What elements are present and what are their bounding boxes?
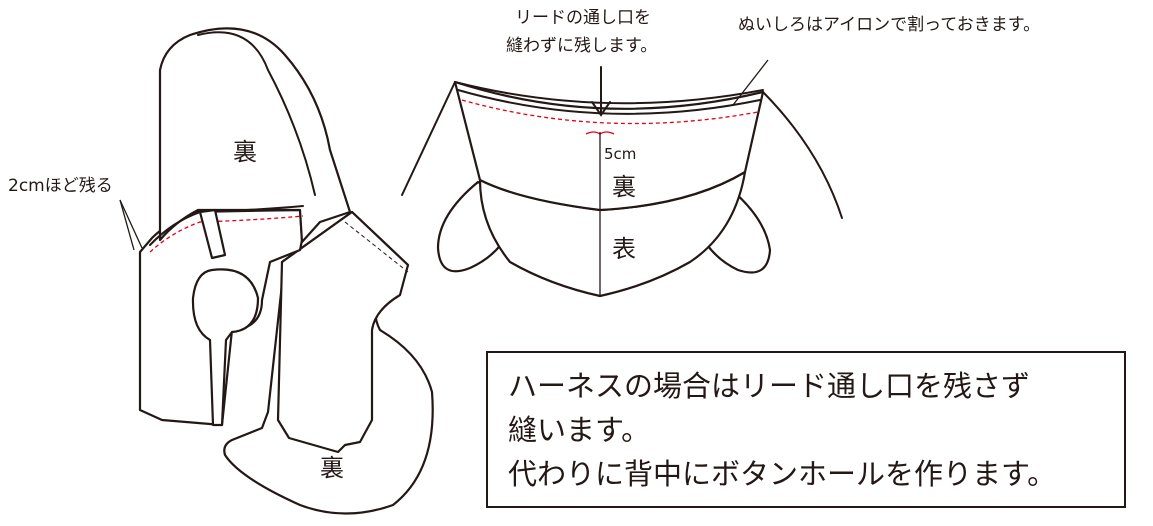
collar-stitch-line (461, 99, 759, 125)
harness-notice-box: ハーネスの場合はリード通し口を残さず 縫います。 代わりに背中にボタンホールを作… (486, 351, 1126, 508)
body-ura-label: 裏 (320, 454, 344, 482)
notice-line-3: 代わりに背中にボタンホールを作ります。 (508, 457, 1057, 491)
front-leg-panel (276, 210, 410, 454)
lead-hole-strip (198, 208, 227, 260)
collar-top-rim (454, 81, 764, 105)
hood-body-piece (119, 27, 434, 515)
collar-upper-ura (453, 80, 765, 212)
collar-piece (401, 59, 843, 298)
iron-note-leader (732, 59, 769, 106)
leg-hole (191, 268, 260, 427)
right-shoulder-line (762, 91, 843, 219)
lead-hole-note-line1: リードの通し口を (515, 8, 651, 28)
five-cm-label: 5cm (604, 145, 637, 163)
iron-note: ぬいしろはアイロンで割っておきます。 (738, 15, 1041, 35)
leader-2cm-b (119, 199, 135, 251)
hood-ura-label: 裏 (233, 138, 257, 166)
hood-panel (158, 27, 352, 244)
leave-2cm-label: 2cmほど残る (8, 176, 113, 196)
collar-ura-label: 裏 (612, 173, 636, 201)
hood-inner-edge (197, 31, 316, 196)
left-shoulder-line (401, 81, 456, 196)
leader-2cm-a (119, 199, 143, 249)
notice-line-2: 縫います。 (508, 413, 651, 447)
lead-hole-arrowhead (591, 101, 611, 117)
lead-hole-note-line2: 縫わずに残します。 (506, 36, 658, 56)
notice-line-1: ハーネスの場合はリード通し口を残さず (508, 369, 1031, 403)
collar-top-rim-inner (457, 89, 761, 115)
collar-omote-label: 表 (612, 235, 636, 263)
